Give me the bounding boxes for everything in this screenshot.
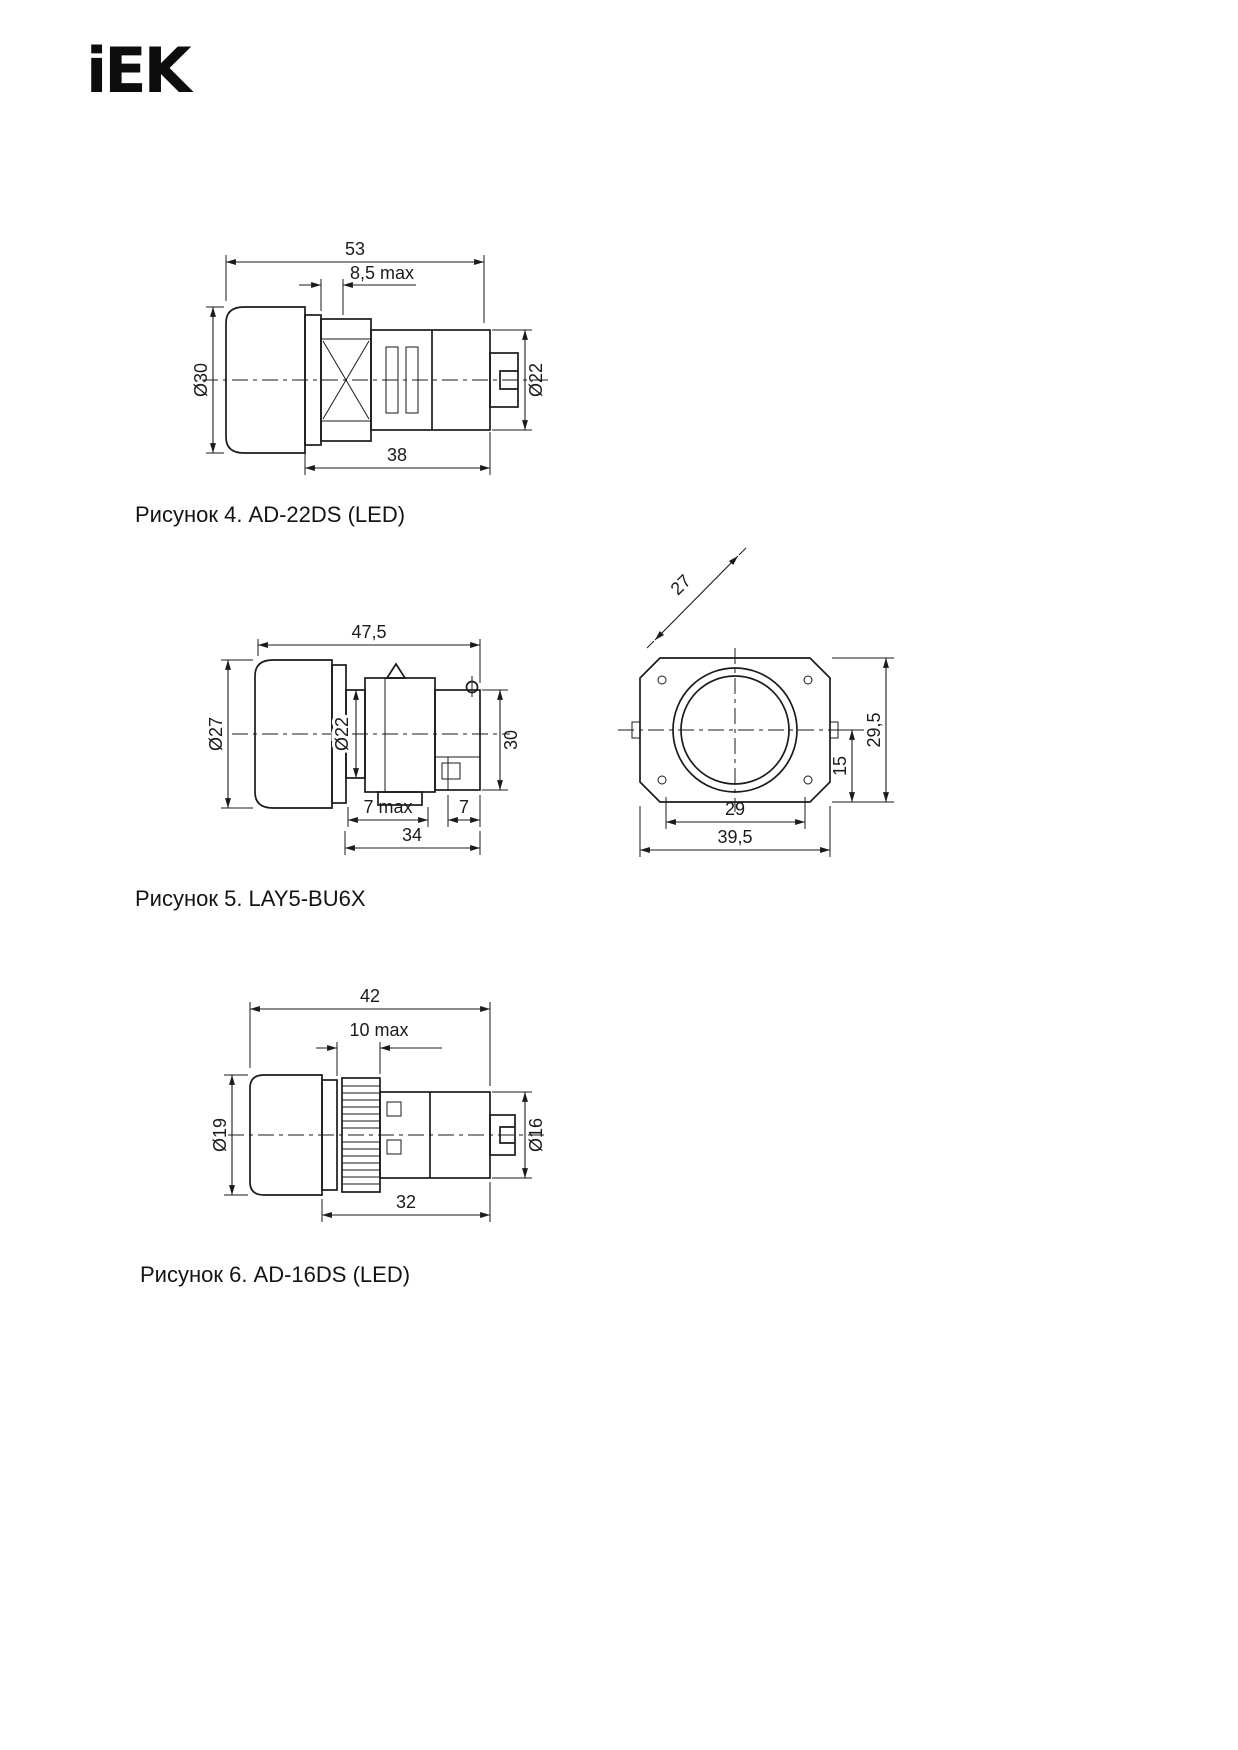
iek-logo: iEK (86, 34, 192, 107)
dim-total-length: 42 (249, 986, 491, 1086)
figure6-caption: Рисунок 6. AD-16DS (LED) (140, 1262, 411, 1287)
dim-label-hole: 29 (725, 799, 745, 819)
lens-outline (249, 1074, 323, 1196)
dim-label-terminal: 7 (459, 797, 469, 817)
dim-half-height: 15 (830, 729, 864, 802)
mounting-body (639, 657, 831, 803)
terminal (441, 762, 461, 780)
terminal-block (489, 352, 519, 408)
dim-label-lens: Ø30 (191, 363, 211, 397)
side-view: 47,5 Ø27 Ø22 30 7 (206, 622, 521, 855)
vent-slot (385, 346, 399, 414)
dim-mount-depth: 38 (304, 432, 491, 475)
dim-label-panel: 10 max (349, 1020, 408, 1040)
figure4-drawing: 53 8,5 max Ø30 Ø22 38 (191, 239, 552, 475)
figure6-drawing: 42 10 max Ø19 Ø16 32 (210, 986, 548, 1222)
dim-terminal: 7 (447, 795, 481, 827)
dim-label-height: 30 (501, 730, 521, 750)
dim-total-length: 53 (225, 239, 485, 323)
corner-screw (657, 675, 667, 685)
dim-label-body: Ø22 (526, 363, 546, 397)
front-view: 27 15 29,5 29 (618, 547, 894, 857)
dim-barrel-diameter: Ø22 (329, 690, 359, 778)
vent-hole (386, 1139, 402, 1155)
dim-label-barrel: Ø22 (332, 717, 352, 751)
dim-lens-diameter: Ø19 (210, 1074, 248, 1196)
dim-panel-max: 8,5 max (299, 263, 416, 315)
dim-total-length: 47,5 (257, 622, 481, 683)
latch (385, 662, 407, 679)
dim-mount-depth: 34 (344, 825, 481, 855)
button-head (254, 659, 333, 809)
lens-outline (225, 306, 306, 454)
dim-label-total: 42 (360, 986, 380, 1006)
terminal-slot (499, 370, 518, 390)
dim-panel-max: 10 max (316, 1020, 442, 1076)
dim-head-diameter: Ø27 (206, 659, 253, 809)
dim-label-depth: 32 (396, 1192, 416, 1212)
dim-label-half: 15 (830, 756, 850, 776)
dim-label-panel: 8,5 max (350, 263, 414, 283)
flange (321, 1079, 338, 1191)
terminal-slot (499, 1126, 515, 1144)
dim-label-total: 53 (345, 239, 365, 259)
corner-screw (803, 775, 813, 785)
side-view (228, 1074, 548, 1196)
dim-label-total: 47,5 (351, 622, 386, 642)
dim-body-height: 29,5 (832, 657, 894, 803)
corner-screw (657, 775, 667, 785)
dim-label-depth: 34 (402, 825, 422, 845)
figure4-caption: Рисунок 4. AD-22DS (LED) (135, 502, 406, 527)
side-view (202, 306, 552, 454)
dim-body-width: 39,5 (639, 806, 831, 857)
vent-slot (405, 346, 419, 414)
figure5-caption: Рисунок 5. LAY5-BU6X (135, 886, 366, 911)
dim-body-diameter: Ø22 (492, 329, 546, 431)
dim-label-bodyh: 29,5 (864, 712, 884, 747)
dim-label-panel: 7 max (363, 797, 412, 817)
dim-label-corner: 27 (667, 571, 695, 599)
contact-block (434, 676, 481, 791)
dim-label-head: Ø27 (206, 717, 226, 751)
dim-mount-depth: 32 (321, 1182, 491, 1222)
dim-corner-size: 27 (646, 547, 747, 649)
terminal-block (489, 1114, 516, 1156)
vent-hole (386, 1101, 402, 1117)
dim-block-height: 30 (482, 689, 521, 791)
dim-label-depth: 38 (387, 445, 407, 465)
dim-label-bodyw: 39,5 (717, 827, 752, 847)
corner-screw (803, 675, 813, 685)
clip (377, 791, 423, 806)
dim-label-body: Ø16 (526, 1118, 546, 1152)
figure5-drawing: 47,5 Ø27 Ø22 30 7 (206, 547, 894, 857)
dim-hole-width: 29 (665, 797, 806, 829)
dim-panel-max: 7 max (347, 797, 429, 827)
dim-body-diameter: Ø16 (492, 1091, 546, 1179)
dim-lens-diameter: Ø30 (191, 306, 224, 454)
dim-label-lens: Ø19 (210, 1118, 230, 1152)
